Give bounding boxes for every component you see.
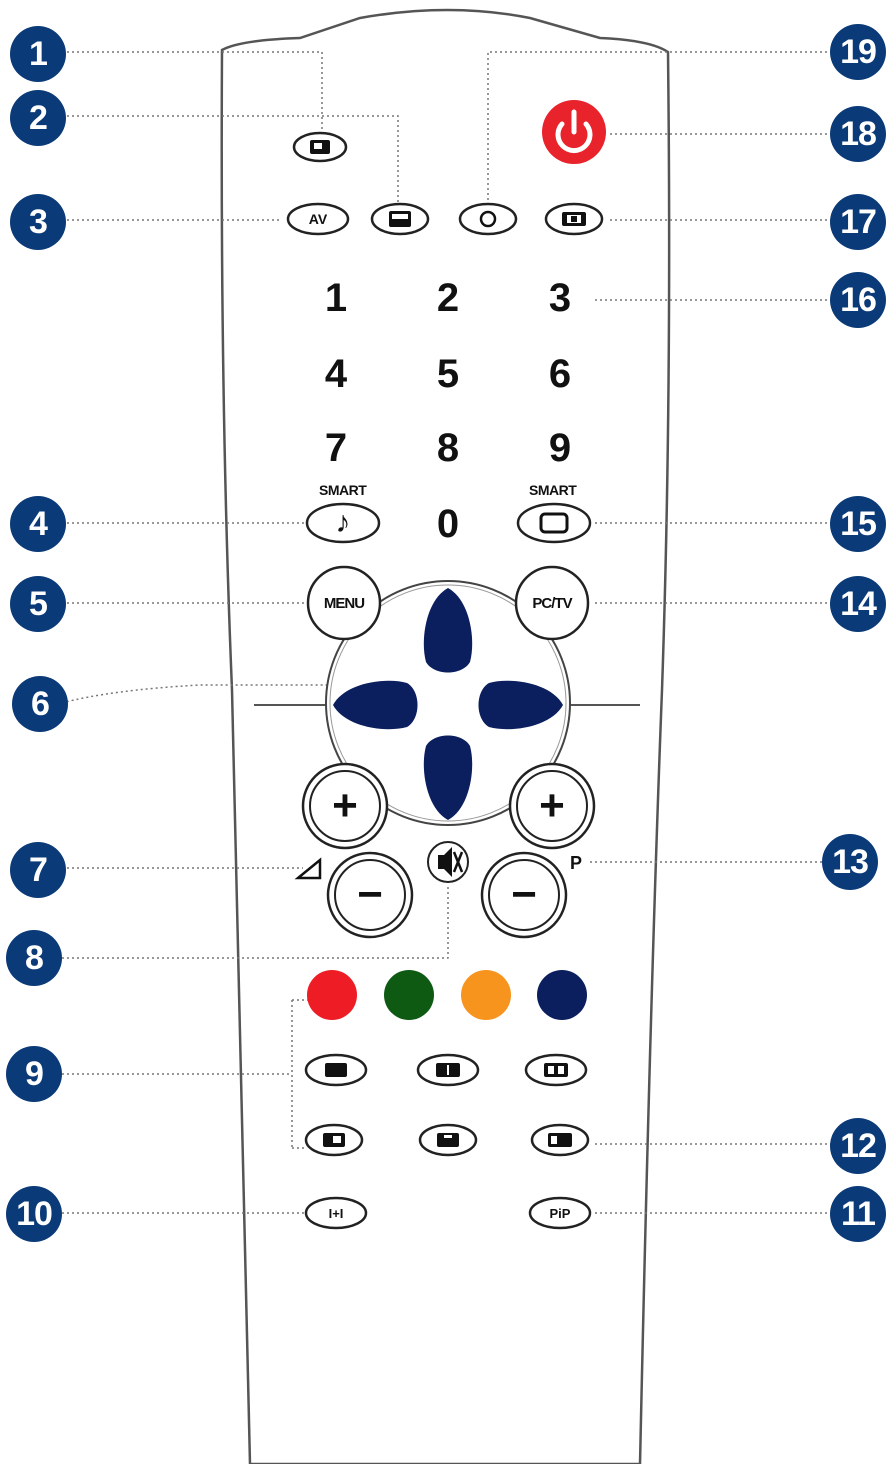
smart-picture-label: SMART — [529, 482, 576, 498]
callout-18: 18 — [830, 106, 886, 162]
blue-button[interactable] — [537, 970, 587, 1020]
yellow-button[interactable] — [461, 970, 511, 1020]
callout-12: 12 — [830, 1118, 886, 1174]
red-button[interactable] — [307, 970, 357, 1020]
program-label: P — [566, 852, 586, 874]
pip-label: PiP — [534, 1203, 586, 1223]
callout-4: 4 — [10, 496, 66, 552]
callout-19: 19 — [830, 24, 886, 80]
ixi-label: I+I — [310, 1203, 362, 1223]
callout-2: 2 — [10, 90, 66, 146]
digit-6[interactable]: 6 — [530, 344, 590, 404]
digit-5[interactable]: 5 — [418, 344, 478, 404]
callout-5: 5 — [10, 576, 66, 632]
digit-3[interactable]: 3 — [530, 268, 590, 328]
digit-2[interactable]: 2 — [418, 268, 478, 328]
callout-3: 3 — [10, 194, 66, 250]
digit-7[interactable]: 7 — [306, 418, 366, 478]
callout-16: 16 — [830, 272, 886, 328]
callout-14: 14 — [830, 576, 886, 632]
digit-0[interactable]: 0 — [418, 494, 478, 554]
digit-9[interactable]: 9 — [530, 418, 590, 478]
callout-6: 6 — [12, 676, 68, 732]
program-plus-label: + — [522, 776, 582, 836]
music-note-icon: ♪ — [325, 504, 361, 542]
callout-10: 10 — [6, 1186, 62, 1242]
volume-minus-label: − — [340, 865, 400, 925]
volume-plus-label: + — [315, 776, 375, 836]
menu-label: MENU — [308, 592, 380, 614]
green-button[interactable] — [384, 970, 434, 1020]
program-minus-label: − — [494, 865, 554, 925]
pctv-label: PC/TV — [516, 592, 588, 614]
callout-15: 15 — [830, 496, 886, 552]
callout-11: 11 — [830, 1186, 886, 1242]
av-label: AV — [290, 208, 346, 230]
screen-icon — [541, 514, 567, 532]
callout-13: 13 — [822, 834, 878, 890]
digit-4[interactable]: 4 — [306, 344, 366, 404]
smart-sound-label: SMART — [319, 482, 366, 498]
callout-9: 9 — [6, 1046, 62, 1102]
digit-1[interactable]: 1 — [306, 268, 366, 328]
callout-17: 17 — [830, 194, 886, 250]
callout-8: 8 — [6, 930, 62, 986]
digit-8[interactable]: 8 — [418, 418, 478, 478]
callout-7: 7 — [10, 842, 66, 898]
callout-1: 1 — [10, 26, 66, 82]
